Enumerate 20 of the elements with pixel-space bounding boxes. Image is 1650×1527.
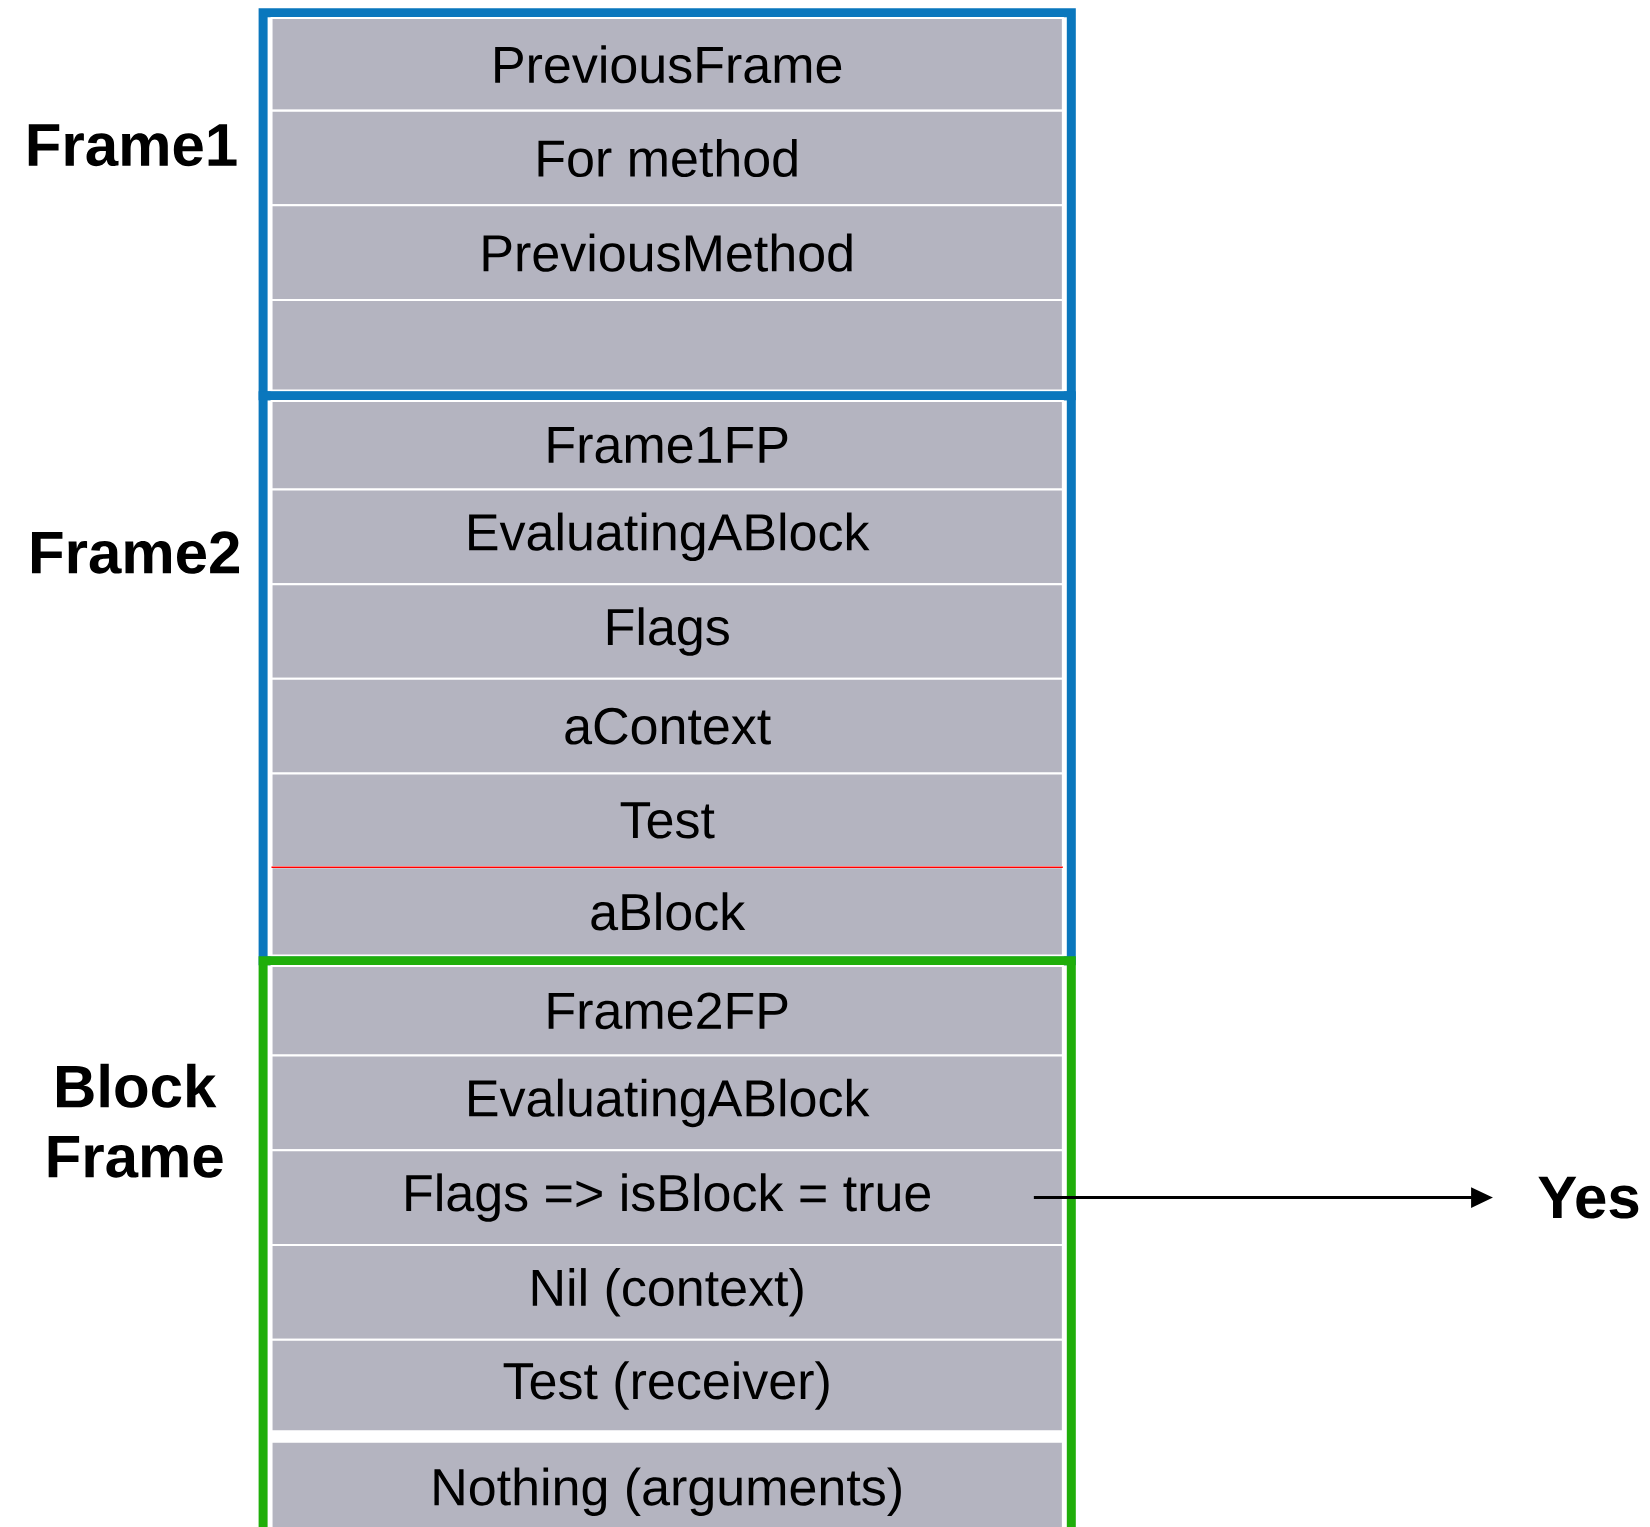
stack-slot: Test (receiver) (270, 1338, 1064, 1433)
stack-slot: Frame2FP (270, 965, 1064, 1057)
frame-label: Frame1 (28, 124, 237, 167)
stack-slot: Flags => isBlock = true (270, 1149, 1064, 1246)
result-label: Yes (1538, 1176, 1639, 1219)
stack-slot: aContext (270, 677, 1064, 775)
stack-slot: Frame1FP (270, 400, 1064, 491)
stack-slot: For method (270, 109, 1064, 207)
stack-slot: EvaluatingABlock (270, 1054, 1064, 1152)
empty-slot (270, 299, 1064, 392)
stack-slot: PreviousFrame (270, 17, 1064, 112)
stack-slot: Nothing (arguments) (270, 1440, 1064, 1527)
stack-slot: Nil (context) (270, 1243, 1064, 1341)
frame-label: Block Frame (48, 1063, 223, 1178)
stack-slot: Flags (270, 583, 1064, 680)
stack-slot: EvaluatingABlock (270, 488, 1064, 586)
frame-label: Frame2 (32, 531, 239, 574)
stack-slot: Test (270, 772, 1064, 869)
stack-slot: aBlock (270, 866, 1064, 957)
stack-slot: PreviousMethod (270, 204, 1064, 302)
